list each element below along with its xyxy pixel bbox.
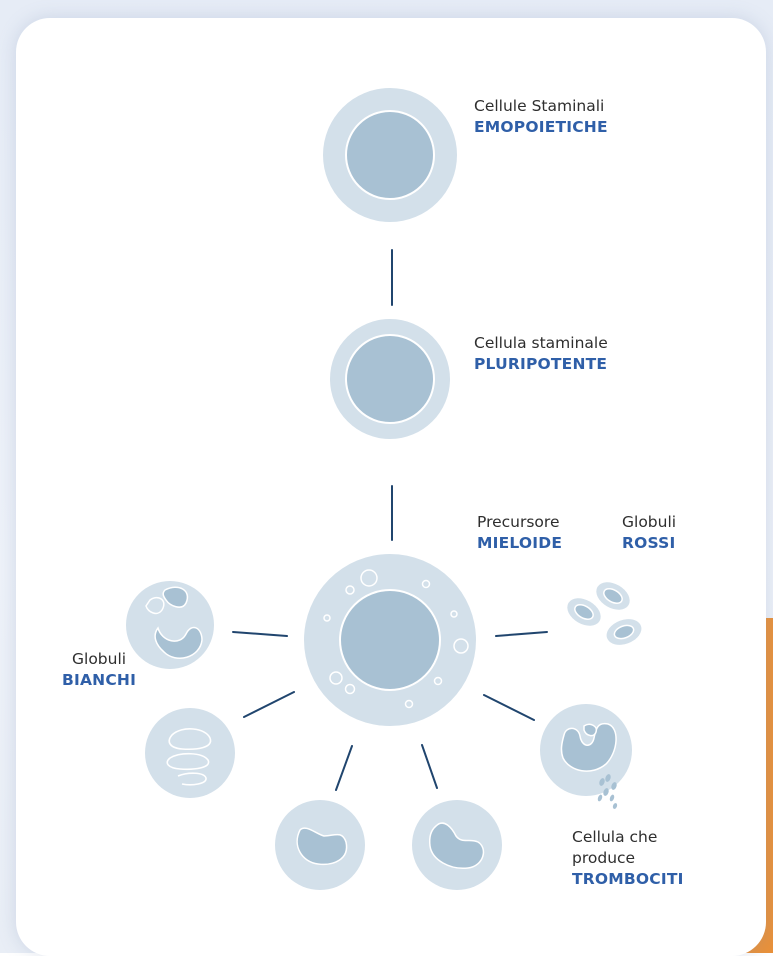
label-hsc-accent: EMOPOIETICHE xyxy=(474,118,608,136)
connector-myeloid-neutrophil xyxy=(232,631,288,637)
label-white-cells-accent: BIANCHI xyxy=(62,671,137,689)
label-white-cells-line1: Globuli xyxy=(72,650,127,668)
hsc-cell xyxy=(323,88,457,222)
connector-lines xyxy=(232,249,548,791)
monocyte-cell-right xyxy=(412,800,502,890)
monocyte-cell-left xyxy=(275,800,365,890)
label-myeloid-accent: MIELOIDE xyxy=(477,534,563,552)
connector-myeloid-monocyte-right xyxy=(421,744,438,789)
neutrophil-cell xyxy=(126,581,214,669)
connector-myeloid-megakaryocyte xyxy=(483,694,535,721)
label-megakaryocyte-line2: produce xyxy=(572,849,636,867)
label-white-cells: Globuli BIANCHI xyxy=(62,649,136,691)
label-red-cells-accent: ROSSI xyxy=(622,534,676,552)
connector-myeloid-monocyte-left xyxy=(335,745,353,791)
label-hsc: Cellule Staminali EMOPOIETICHE xyxy=(474,96,608,138)
label-megakaryocyte-line1: Cellula che xyxy=(572,828,658,846)
label-pluripotent-accent: PLURIPOTENTE xyxy=(474,355,608,373)
pluripotent-cell xyxy=(330,319,450,439)
label-megakaryocyte-accent: TROMBOCITI xyxy=(572,870,684,888)
lymphocyte-cell xyxy=(145,708,235,798)
label-pluripotent-line1: Cellula staminale xyxy=(474,334,608,352)
megakaryocyte-cell xyxy=(540,704,632,809)
label-pluripotent: Cellula staminale PLURIPOTENTE xyxy=(474,333,608,375)
label-hsc-line1: Cellule Staminali xyxy=(474,97,605,115)
myeloid-precursor-cell xyxy=(304,554,476,726)
red-blood-cells xyxy=(567,582,642,645)
label-megakaryocyte: Cellula che produce TROMBOCITI xyxy=(572,827,684,890)
connector-myeloid-lymph xyxy=(243,691,295,718)
label-red-cells-line1: Globuli xyxy=(622,513,677,531)
platelet-fragments xyxy=(597,774,618,809)
connector-myeloid-red-cells xyxy=(495,631,548,637)
label-myeloid-line1: Precursore xyxy=(477,513,560,531)
label-red-cells: Globuli ROSSI xyxy=(622,512,676,554)
label-myeloid: Precursore MIELOIDE xyxy=(477,512,562,554)
